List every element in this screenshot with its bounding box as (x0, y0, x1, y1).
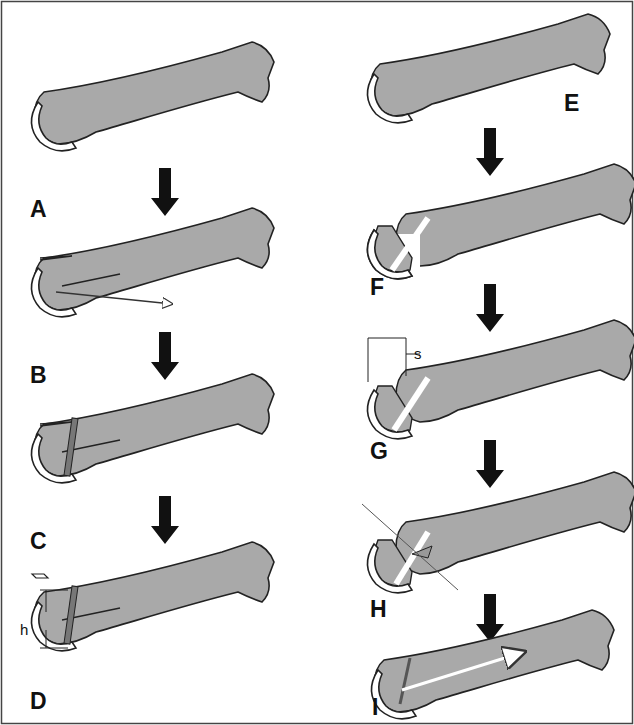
step-letter: C (30, 530, 47, 553)
step-letter: F (370, 276, 384, 299)
step-letter: A (30, 198, 47, 221)
step-letter: G (370, 440, 388, 463)
step-letter: E (564, 92, 579, 115)
step-letter: D (30, 690, 47, 713)
step-letter: H (370, 598, 387, 621)
dimension-label: s (414, 346, 422, 361)
step-letter: I (372, 696, 378, 719)
step-letter: B (30, 364, 47, 387)
dimension-label: h (20, 622, 28, 637)
